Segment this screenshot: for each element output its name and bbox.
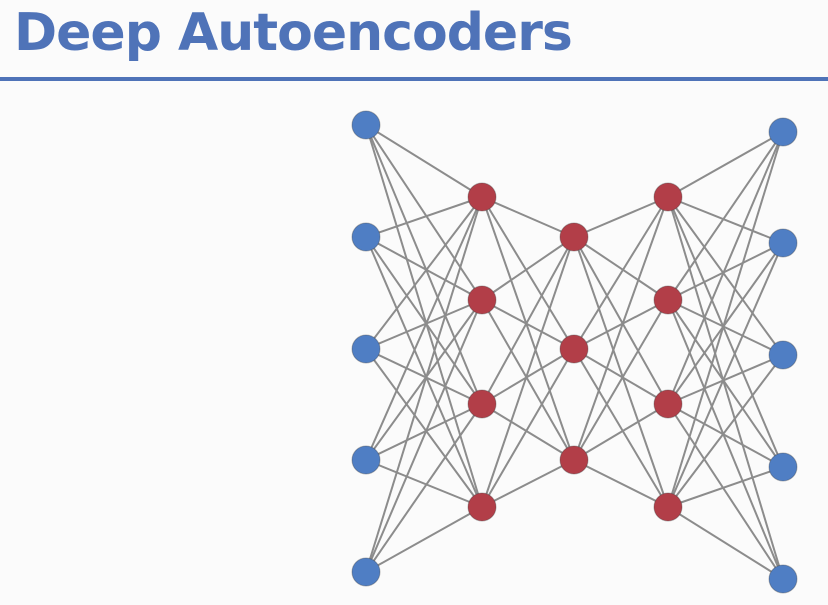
edge-bottleneck-1-to-hidden-2-4 bbox=[573, 236, 669, 508]
edge-bottleneck-1-to-hidden-2-1 bbox=[573, 196, 669, 238]
edge-input-3-to-hidden-1-1 bbox=[365, 196, 483, 350]
edge-hidden-2-2-to-output-3 bbox=[667, 299, 784, 356]
node-input-2 bbox=[351, 222, 381, 252]
node-hidden-1-3 bbox=[467, 389, 497, 419]
edge-input-1-to-hidden-1-3 bbox=[365, 124, 483, 405]
edge-hidden-2-3-to-output-5 bbox=[667, 403, 784, 580]
edge-input-2-to-hidden-1-1 bbox=[365, 196, 483, 238]
edge-hidden-1-4-to-bottleneck-3 bbox=[481, 459, 575, 508]
edge-hidden-2-4-to-output-5 bbox=[667, 506, 784, 580]
node-output-3 bbox=[768, 340, 798, 370]
edge-hidden-2-3-to-output-1 bbox=[667, 131, 784, 405]
edge-hidden-2-2-to-output-2 bbox=[667, 242, 784, 301]
edge-hidden-2-1-to-output-5 bbox=[667, 196, 784, 580]
edge-hidden-1-1-to-bottleneck-2 bbox=[481, 196, 575, 350]
edge-bottleneck-3-to-hidden-2-2 bbox=[573, 299, 669, 461]
edge-hidden-1-3-to-bottleneck-2 bbox=[481, 348, 575, 405]
edge-bottleneck-2-to-hidden-2-4 bbox=[573, 348, 669, 508]
edge-input-4-to-hidden-1-3 bbox=[365, 403, 483, 461]
edge-hidden-1-1-to-bottleneck-1 bbox=[481, 196, 575, 238]
node-bottleneck-1 bbox=[559, 222, 589, 252]
edge-hidden-2-1-to-output-3 bbox=[667, 196, 784, 356]
edge-hidden-2-2-to-output-4 bbox=[667, 299, 784, 468]
node-hidden-1-4 bbox=[467, 492, 497, 522]
edge-hidden-1-1-to-bottleneck-3 bbox=[481, 196, 575, 461]
node-output-1 bbox=[768, 117, 798, 147]
edge-hidden-2-4-to-output-2 bbox=[667, 242, 784, 508]
edge-hidden-1-2-to-bottleneck-2 bbox=[481, 299, 575, 350]
node-input-4 bbox=[351, 445, 381, 475]
node-output-2 bbox=[768, 228, 798, 258]
edge-input-4-to-hidden-1-1 bbox=[365, 196, 483, 461]
edge-input-1-to-hidden-1-1 bbox=[365, 124, 483, 198]
edge-hidden-2-2-to-output-5 bbox=[667, 299, 784, 580]
edge-hidden-1-4-to-bottleneck-1 bbox=[481, 236, 575, 508]
edge-input-2-to-hidden-1-4 bbox=[365, 236, 483, 508]
edge-input-3-to-hidden-1-3 bbox=[365, 348, 483, 405]
edge-input-4-to-hidden-1-2 bbox=[365, 299, 483, 461]
network-nodes bbox=[351, 110, 798, 594]
edge-hidden-2-2-to-output-1 bbox=[667, 131, 784, 301]
node-input-3 bbox=[351, 334, 381, 364]
edge-hidden-1-3-to-bottleneck-3 bbox=[481, 403, 575, 461]
edge-input-4-to-hidden-1-4 bbox=[365, 459, 483, 508]
edge-hidden-2-3-to-output-2 bbox=[667, 242, 784, 405]
node-output-4 bbox=[768, 452, 798, 482]
edge-input-3-to-hidden-1-2 bbox=[365, 299, 483, 350]
edge-bottleneck-2-to-hidden-2-2 bbox=[573, 299, 669, 350]
node-hidden-2-3 bbox=[653, 389, 683, 419]
slide-title: Deep Autoencoders bbox=[14, 3, 573, 63]
edge-hidden-2-4-to-output-3 bbox=[667, 354, 784, 508]
edge-bottleneck-2-to-hidden-2-1 bbox=[573, 196, 669, 350]
edge-input-2-to-hidden-1-2 bbox=[365, 236, 483, 301]
edge-input-3-to-hidden-1-4 bbox=[365, 348, 483, 508]
edge-bottleneck-2-to-hidden-2-3 bbox=[573, 348, 669, 405]
network-edges bbox=[365, 124, 784, 580]
node-hidden-1-2 bbox=[467, 285, 497, 315]
edge-bottleneck-1-to-hidden-2-2 bbox=[573, 236, 669, 301]
node-input-1 bbox=[351, 110, 381, 140]
edge-hidden-1-3-to-bottleneck-1 bbox=[481, 236, 575, 405]
node-bottleneck-3 bbox=[559, 445, 589, 475]
edge-input-1-to-hidden-1-2 bbox=[365, 124, 483, 301]
edge-hidden-2-3-to-output-4 bbox=[667, 403, 784, 468]
edge-hidden-1-4-to-bottleneck-2 bbox=[481, 348, 575, 508]
edge-bottleneck-1-to-hidden-2-3 bbox=[573, 236, 669, 405]
edge-hidden-2-1-to-output-4 bbox=[667, 196, 784, 468]
node-hidden-2-1 bbox=[653, 182, 683, 212]
edge-hidden-2-4-to-output-4 bbox=[667, 466, 784, 508]
node-hidden-1-1 bbox=[467, 182, 497, 212]
node-output-5 bbox=[768, 564, 798, 594]
edge-hidden-2-1-to-output-2 bbox=[667, 196, 784, 244]
edge-input-5-to-hidden-1-1 bbox=[365, 196, 483, 573]
edge-input-5-to-hidden-1-4 bbox=[365, 506, 483, 573]
edge-input-2-to-hidden-1-3 bbox=[365, 236, 483, 405]
node-hidden-2-4 bbox=[653, 492, 683, 522]
edge-hidden-1-2-to-bottleneck-1 bbox=[481, 236, 575, 301]
edge-bottleneck-3-to-hidden-2-1 bbox=[573, 196, 669, 461]
edge-hidden-2-3-to-output-3 bbox=[667, 354, 784, 405]
node-input-5 bbox=[351, 557, 381, 587]
edge-bottleneck-3-to-hidden-2-4 bbox=[573, 459, 669, 508]
node-hidden-2-2 bbox=[653, 285, 683, 315]
edge-input-5-to-hidden-1-2 bbox=[365, 299, 483, 573]
edge-hidden-2-1-to-output-1 bbox=[667, 131, 784, 198]
node-bottleneck-2 bbox=[559, 334, 589, 364]
edge-bottleneck-3-to-hidden-2-3 bbox=[573, 403, 669, 461]
edge-input-1-to-hidden-1-4 bbox=[365, 124, 483, 508]
edge-input-5-to-hidden-1-3 bbox=[365, 403, 483, 573]
title-divider bbox=[0, 77, 828, 81]
edge-hidden-1-2-to-bottleneck-3 bbox=[481, 299, 575, 461]
edge-hidden-2-4-to-output-1 bbox=[667, 131, 784, 508]
